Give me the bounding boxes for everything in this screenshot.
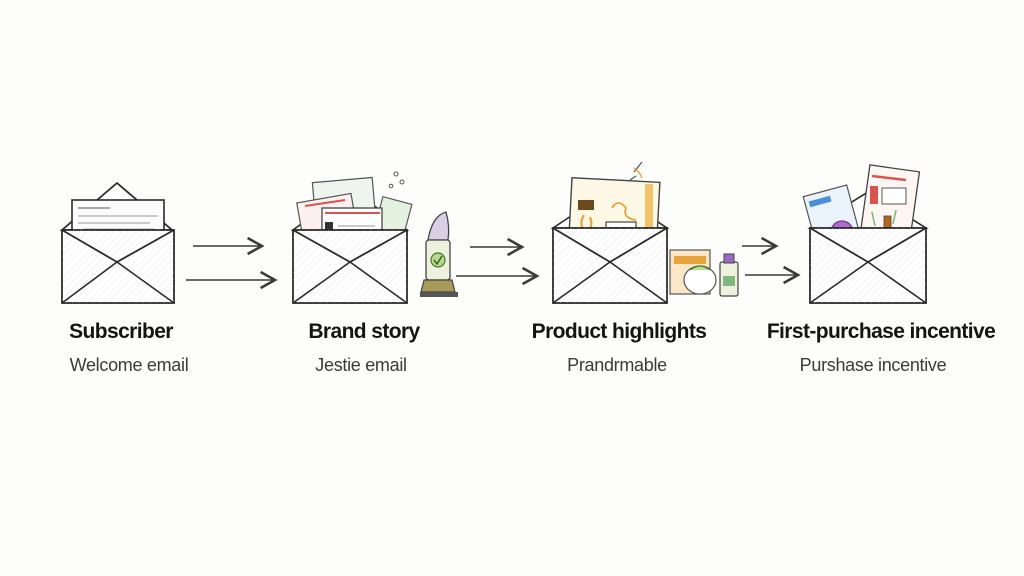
step-4-subtitle: Purshase incentive	[799, 355, 947, 375]
step-2-title: Brand story	[308, 320, 420, 343]
envelope-with-letter-icon	[59, 181, 175, 304]
product-items-icon	[669, 249, 739, 297]
step-2-subtitle: Jestie email	[315, 355, 407, 375]
arrow-connector-2	[456, 237, 540, 286]
bottle-icon	[420, 211, 458, 297]
step-3-title: Product highlights	[531, 320, 707, 343]
envelope-with-offer-cards-icon	[802, 164, 929, 304]
envelope-with-product-sheet-icon	[550, 161, 670, 304]
step-4-title: First-purchase incentive	[766, 320, 996, 343]
envelope-with-brand-cards-icon	[290, 171, 413, 304]
arrow-connector-1	[186, 236, 278, 290]
step-3-subtitle: Prandrmable	[567, 355, 667, 375]
step-1-title: Subscriber	[69, 320, 173, 343]
arrow-connector-3	[742, 236, 801, 285]
step-1-subtitle: Welcome email	[69, 355, 189, 375]
